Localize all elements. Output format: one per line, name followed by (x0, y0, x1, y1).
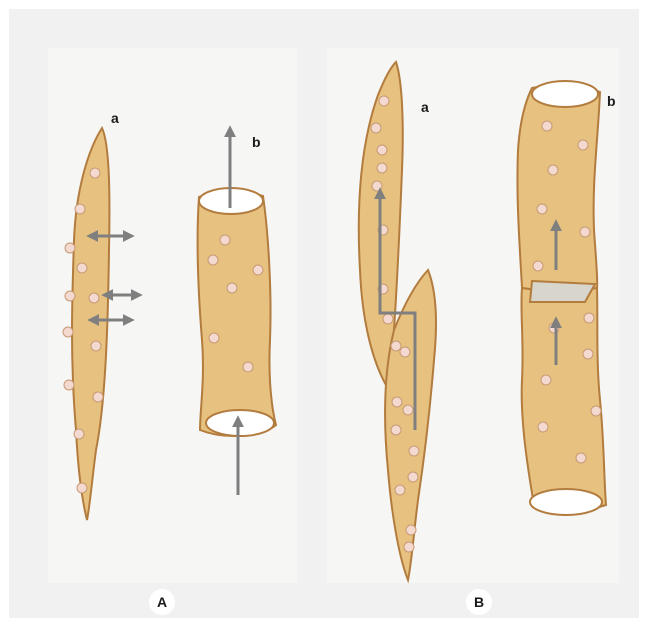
label-b-panel-b: b (607, 93, 616, 109)
vessel-element-upper (517, 85, 600, 291)
perforation-plate-bottom-a (206, 410, 274, 436)
perforation-plate-top-b (532, 81, 598, 107)
label-a-panel-a: a (111, 110, 119, 126)
label-b-panel-a: b (252, 134, 261, 150)
label-a-panel-b: a (421, 99, 429, 115)
panel-a-label: A (149, 589, 175, 615)
tracheid-cell-a (72, 128, 109, 520)
vessel-element-cell-b (198, 192, 276, 436)
panel-b-label: B (466, 589, 492, 615)
perforation-plate-bottom-b (530, 489, 602, 515)
perforation-plate-middle-b (530, 281, 595, 302)
